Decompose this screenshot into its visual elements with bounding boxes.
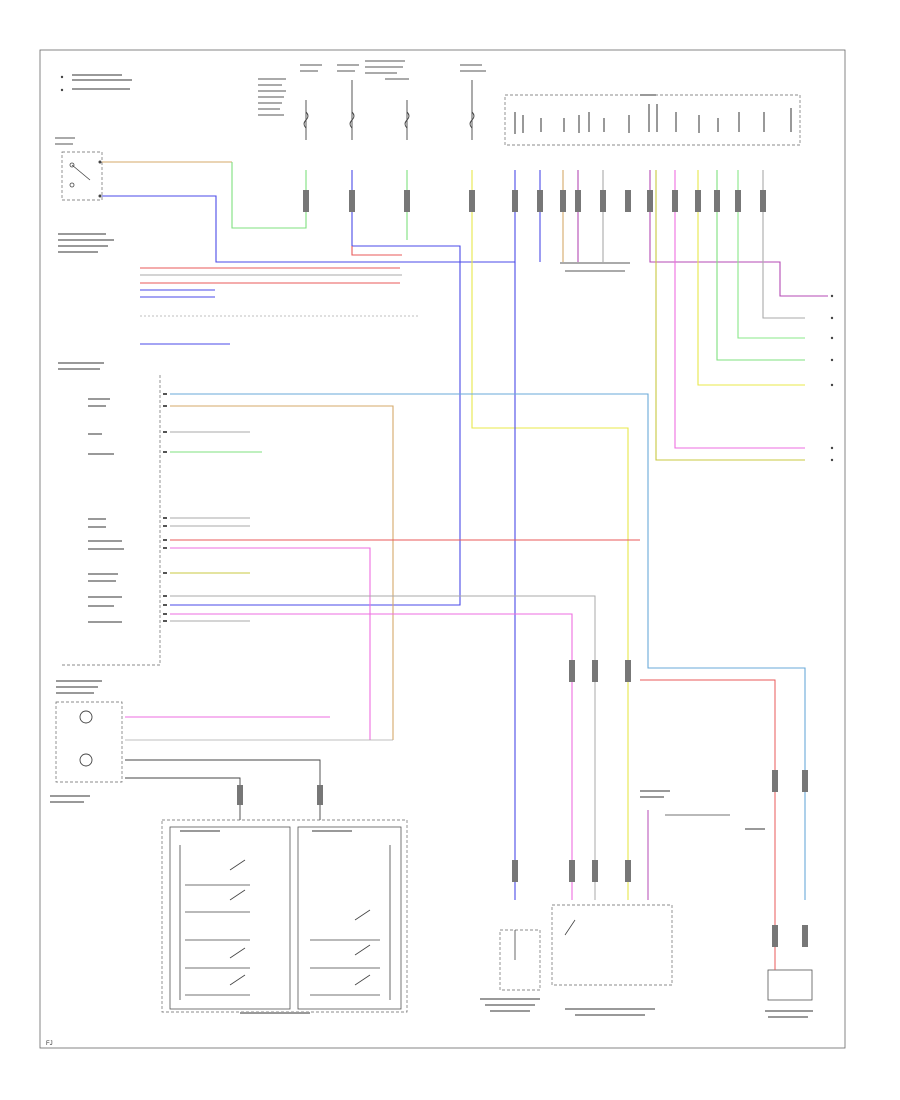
smart-junction-box	[504, 94, 801, 146]
connector-label-2	[565, 270, 625, 272]
diagram-frame	[39, 49, 846, 1049]
steering-switch-block	[161, 819, 408, 1014]
wire-olive-right	[655, 170, 805, 461]
bcm-pins	[163, 393, 167, 622]
wire-pink-right	[674, 170, 805, 449]
connector-pin-labels	[514, 104, 792, 134]
pedal-control-switch	[551, 790, 765, 1016]
wire-pink-bcm	[170, 547, 371, 740]
fuse-labels	[258, 60, 486, 116]
right-terminals	[830, 294, 834, 462]
fuse-symbols	[303, 80, 475, 140]
wire-gray-right	[762, 170, 805, 319]
wire-yellow-main	[471, 170, 629, 900]
wire-green-ign	[231, 162, 307, 229]
wire-blue-fuse	[170, 170, 461, 606]
wire-violet-right	[649, 170, 828, 297]
steering-column-module	[58, 233, 420, 345]
wire-green-right	[716, 170, 805, 361]
fuel-pump-sensor	[640, 679, 813, 1018]
footer-code: FJ	[46, 1041, 53, 1047]
connector-pins	[303, 190, 766, 212]
wire-pink-bcm2	[170, 613, 573, 900]
lower-connector-pins	[237, 660, 808, 947]
wire-lightblue-bcm	[170, 393, 806, 900]
instrument-cluster	[50, 680, 393, 820]
body-control-module	[58, 362, 161, 666]
wire-blue-ign	[102, 170, 516, 263]
clutch-switch	[480, 929, 541, 1012]
wire-gray-bcm2	[170, 595, 596, 900]
legend	[60, 74, 132, 92]
wire-red-top	[351, 246, 402, 256]
wire-tan-bcm	[170, 405, 394, 740]
wire-lightgreen-right	[737, 170, 805, 339]
connector-label	[560, 262, 630, 264]
ignition-switch	[55, 137, 103, 201]
wire-yellow-right	[697, 170, 805, 386]
